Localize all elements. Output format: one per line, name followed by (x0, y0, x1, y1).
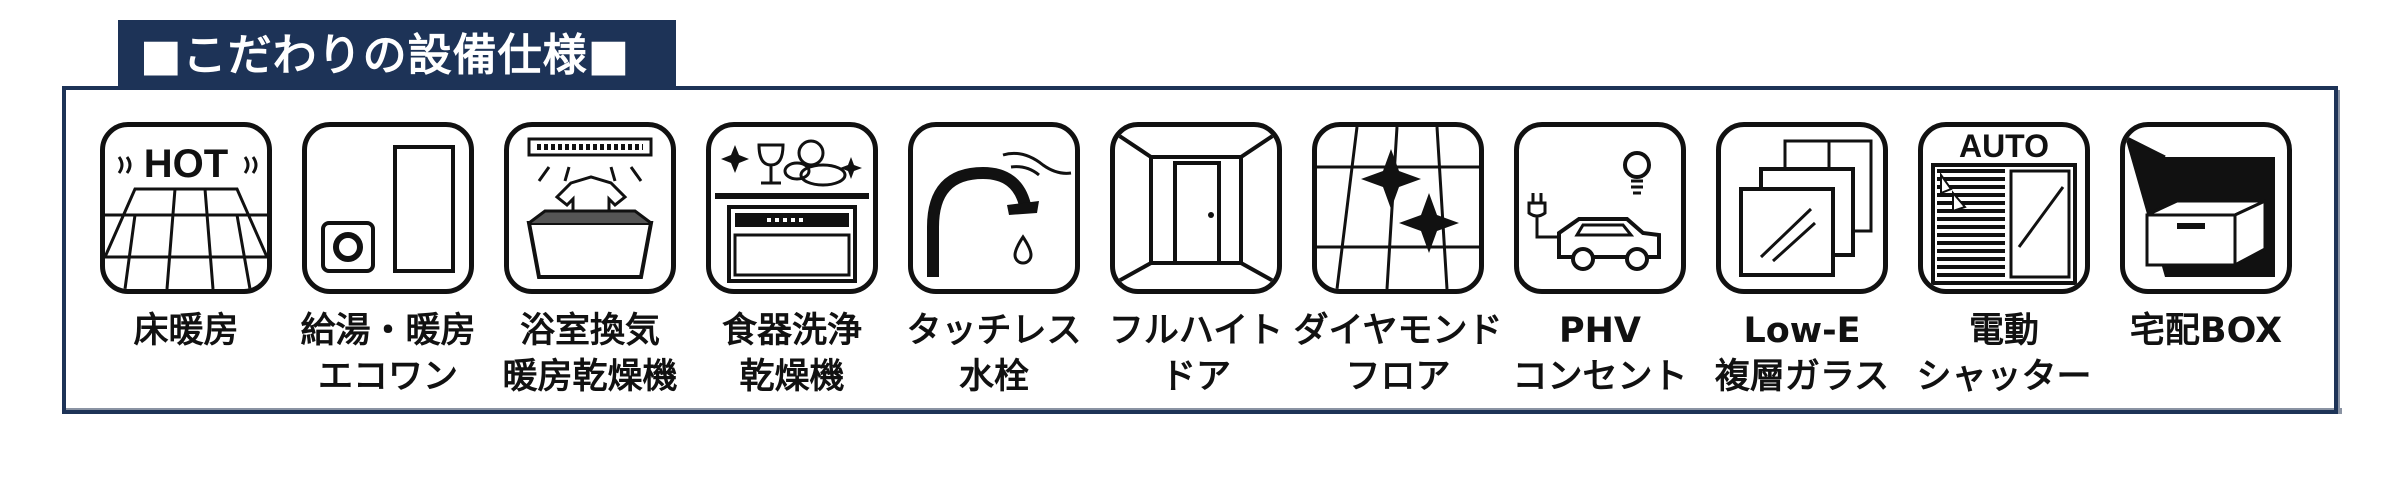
feature-dishwasher: 食器洗浄乾燥機 (702, 122, 902, 412)
feature-water-heater: 給湯・暖房エコワン (298, 122, 498, 412)
electric-shutter-icon: AUTO (1918, 122, 2090, 294)
feature-label: フルハイトドア (1108, 311, 1284, 397)
full-height-door-icon (1110, 122, 1282, 294)
feature-full-height-door: フルハイトドア (1106, 122, 1306, 412)
feature-floor-heating: HOT 床暖房 (96, 122, 296, 412)
feature-label: 浴室換気暖房乾燥機 (502, 311, 678, 397)
feature-label: ダイヤモンドフロア (1293, 311, 1503, 397)
touchless-faucet-icon (908, 122, 1080, 294)
feature-label: 給湯・暖房エコワン (300, 311, 476, 397)
feature-list: HOT 床暖房 給湯・暖房エコワン (96, 122, 2316, 402)
feature-label: タッチレス水栓 (906, 311, 1082, 397)
feature-delivery-box: 宅配BOX (2116, 122, 2316, 412)
auto-text: AUTO (1959, 128, 2049, 164)
features-panel (62, 86, 2338, 414)
feature-electric-shutter: AUTO 電動シャッター (1914, 122, 2114, 412)
delivery-box-icon (2120, 122, 2292, 294)
water-heater-icon (302, 122, 474, 294)
feature-label: 宅配BOX (2129, 311, 2283, 351)
feature-touchless-faucet: タッチレス水栓 (904, 122, 1104, 412)
diamond-floor-icon (1312, 122, 1484, 294)
bathroom-dryer-icon (504, 122, 676, 294)
feature-label: 床暖房 (133, 311, 239, 351)
feature-label: 電動シャッター (1916, 311, 2092, 397)
hot-text: HOT (144, 142, 228, 186)
dishwasher-icon (706, 122, 878, 294)
floor-heating-icon: HOT (100, 122, 272, 294)
section-title-tab: ■こだわりの設備仕様■ (118, 20, 676, 90)
ev-outlet-icon (1514, 122, 1686, 294)
feature-bathroom-dryer: 浴室換気暖房乾燥機 (500, 122, 700, 412)
low-e-glass-icon (1716, 122, 1888, 294)
feature-diamond-floor: ダイヤモンドフロア (1294, 122, 1508, 412)
feature-label: 食器洗浄乾燥機 (721, 311, 862, 397)
section-title: ■こだわりの設備仕様■ (140, 30, 631, 81)
